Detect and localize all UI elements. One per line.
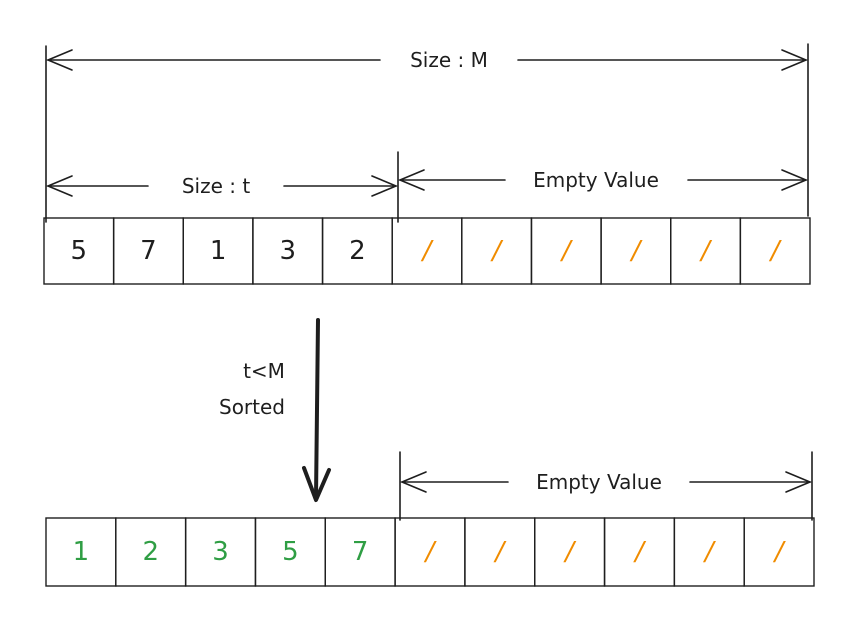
cell-value: 2 bbox=[349, 236, 366, 266]
empty-top-arrow-right-head bbox=[781, 169, 809, 191]
sorted-array-cell: / bbox=[534, 517, 606, 587]
empty-value-label-top: Empty Value bbox=[533, 168, 659, 192]
size-t-arrow-right-head bbox=[371, 175, 399, 197]
sorted-array-cell: 5 bbox=[254, 517, 326, 587]
size-m-label: Size : M bbox=[410, 48, 488, 72]
empty-value-bracket-top bbox=[397, 169, 809, 191]
empty-slot-mark: / bbox=[630, 236, 644, 266]
original-array-cell: / bbox=[530, 217, 602, 285]
cell-value: 3 bbox=[212, 537, 229, 567]
size-t-label: Size : t bbox=[182, 174, 251, 198]
empty-slot-mark: / bbox=[773, 537, 787, 567]
empty-slot-mark: / bbox=[633, 537, 647, 567]
empty-bottom-arrow-right-head bbox=[785, 471, 813, 493]
sorted-array-cell: / bbox=[673, 517, 745, 587]
empty-slot-mark: / bbox=[703, 537, 717, 567]
original-array-cell: / bbox=[461, 217, 533, 285]
cell-value: 5 bbox=[282, 537, 299, 567]
empty-value-label-bottom: Empty Value bbox=[536, 470, 662, 494]
cell-value: 3 bbox=[279, 236, 296, 266]
sorted-array-cell: 1 bbox=[45, 517, 117, 587]
size-m-arrow-left-head bbox=[45, 49, 73, 71]
transform-arrow-shaft bbox=[314, 318, 320, 500]
sorted-array-cell: / bbox=[743, 517, 815, 587]
original-array-cell: / bbox=[670, 217, 742, 285]
cell-value: 7 bbox=[140, 236, 157, 266]
transform-arrow bbox=[302, 318, 331, 502]
original-array-cell: 7 bbox=[112, 217, 184, 285]
cell-value: 1 bbox=[210, 236, 227, 266]
empty-top-arrow-left-head bbox=[397, 169, 425, 191]
original-array-cell: / bbox=[600, 217, 672, 285]
original-array-cell: 5 bbox=[43, 217, 115, 285]
sorted-array: 1 2 3 5 7 / / / / / / bbox=[45, 517, 815, 587]
sorted-label: Sorted bbox=[219, 395, 285, 419]
cell-border bbox=[739, 217, 811, 285]
cell-border bbox=[743, 517, 815, 587]
original-array-cell: 1 bbox=[182, 217, 254, 285]
sorted-array-cell: / bbox=[394, 517, 466, 587]
empty-slot-mark: / bbox=[563, 537, 577, 567]
sorted-array-cell: 2 bbox=[115, 517, 187, 587]
sorted-array-cell: 3 bbox=[184, 517, 257, 587]
size-t-bracket bbox=[45, 151, 399, 223]
cell-value: 7 bbox=[352, 537, 369, 567]
empty-slot-mark: / bbox=[560, 236, 574, 266]
sorted-array-cell: / bbox=[464, 517, 536, 587]
cell-value: 2 bbox=[142, 537, 159, 567]
empty-slot-mark: / bbox=[421, 236, 435, 266]
size-t-arrow-left-head bbox=[45, 175, 73, 197]
empty-slot-mark: / bbox=[490, 236, 504, 266]
empty-slot-mark: / bbox=[699, 236, 713, 266]
sorted-array-cell: / bbox=[603, 517, 676, 587]
original-array: 5 7 1 3 2 / / / / / / bbox=[43, 217, 811, 285]
empty-value-bracket-bottom bbox=[399, 451, 813, 521]
cell-value: 1 bbox=[73, 537, 90, 567]
empty-slot-mark: / bbox=[769, 236, 783, 266]
transform-arrow-head bbox=[302, 466, 331, 502]
empty-bottom-arrow-left-head bbox=[399, 471, 427, 493]
size-m-arrow-right-head bbox=[781, 49, 809, 71]
empty-slot-mark: / bbox=[424, 537, 438, 567]
empty-slot-mark: / bbox=[493, 537, 507, 567]
original-array-cell: 2 bbox=[321, 217, 393, 285]
original-array-cell: 3 bbox=[252, 217, 324, 285]
sorted-array-cell: 7 bbox=[324, 517, 396, 587]
original-array-cell: / bbox=[739, 217, 811, 285]
condition-label: t<M bbox=[243, 359, 285, 383]
cell-value: 5 bbox=[71, 236, 88, 266]
size-m-bracket bbox=[45, 43, 809, 223]
original-array-cell: / bbox=[391, 217, 463, 285]
